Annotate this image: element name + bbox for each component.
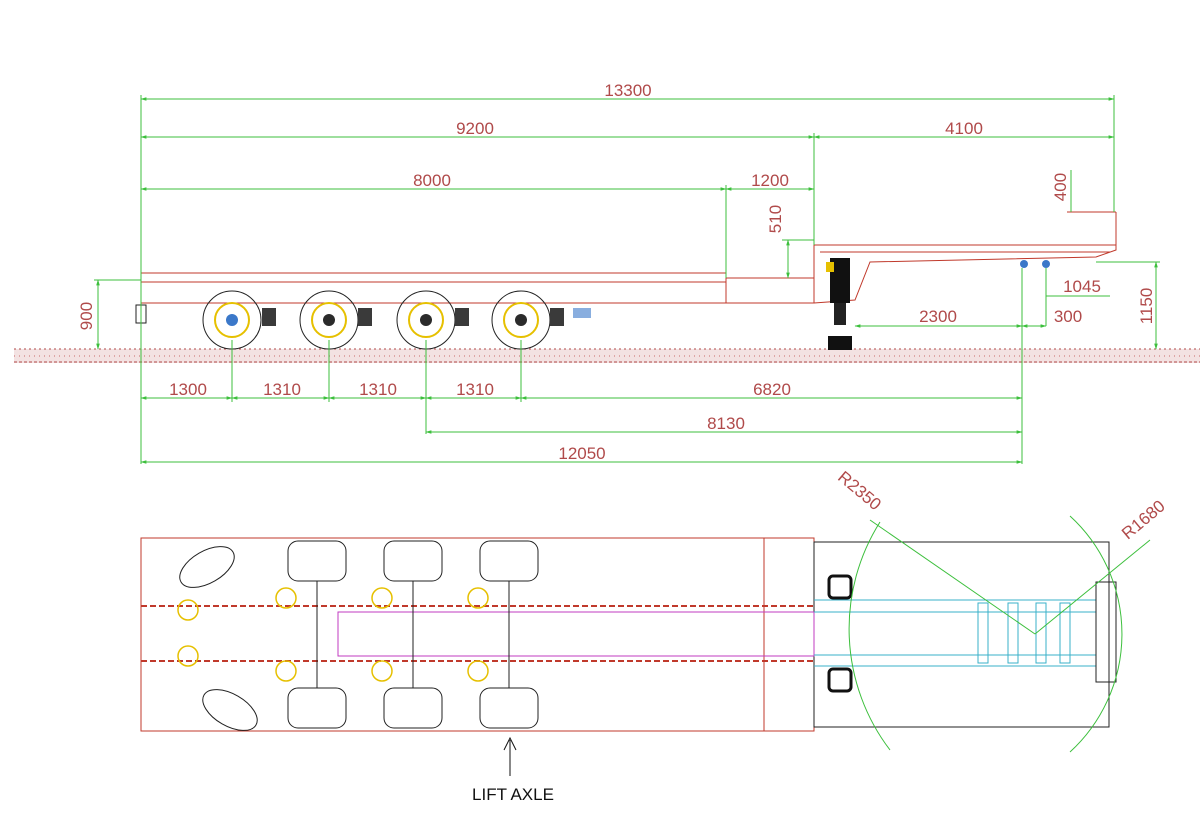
lift-axle-label: LIFT AXLE — [472, 785, 554, 804]
dim-deck-length: 9200 — [456, 119, 494, 138]
top-wheels — [177, 540, 539, 731]
dim-gooseneck-top: 400 — [1051, 173, 1070, 201]
dimension-lines — [94, 95, 1160, 464]
turning-radius: R2350 R1680 — [834, 467, 1169, 753]
dim-kingpin-offset: 300 — [1054, 307, 1082, 326]
ground-line — [14, 348, 1200, 363]
dim-rear-overhang: 1300 — [169, 380, 207, 399]
top-view: R2350 R1680 LIFT AXLE — [140, 467, 1169, 804]
lift-axle-callout: LIFT AXLE — [472, 736, 554, 804]
dim-axle-spacing-3: 1310 — [456, 380, 494, 399]
dimension-labels: 13300 9200 4100 8000 1200 510 400 900 11… — [77, 81, 1156, 463]
dim-coupling-height: 1150 — [1137, 288, 1156, 325]
axle-3-wheels — [371, 540, 443, 729]
wheel-group — [202, 290, 591, 350]
dim-axle-spacing-1: 1310 — [263, 380, 301, 399]
dim-platform-length: 8000 — [413, 171, 451, 190]
side-view: 13300 9200 4100 8000 1200 510 400 900 11… — [14, 81, 1200, 464]
dim-axle-spacing-2: 1310 — [359, 380, 397, 399]
dim-overall-length: 13300 — [604, 81, 651, 100]
dim-deck-height: 900 — [77, 302, 96, 330]
dim-kingpin-front: 1045 — [1063, 277, 1101, 296]
dim-axle-to-kingpin: 6820 — [753, 380, 791, 399]
dim-rear-to-kingpin: 12050 — [558, 444, 605, 463]
steering-wheels — [177, 546, 258, 731]
dim-step-length: 1200 — [751, 171, 789, 190]
top-frame — [140, 537, 1117, 732]
dim-second-axle-to-kingpin: 8130 — [707, 414, 745, 433]
turning-radius-inner: R1680 — [1118, 496, 1169, 543]
dim-gooseneck-length: 4100 — [945, 119, 983, 138]
axle-2-wheels — [275, 540, 347, 729]
axle-4-wheels — [467, 540, 539, 729]
dim-step-height: 510 — [766, 205, 785, 233]
turning-radius-outer: R2350 — [834, 467, 885, 514]
trailer-frame — [135, 211, 1117, 324]
landing-gear — [826, 258, 1050, 350]
dim-landing-gear: 2300 — [919, 307, 957, 326]
